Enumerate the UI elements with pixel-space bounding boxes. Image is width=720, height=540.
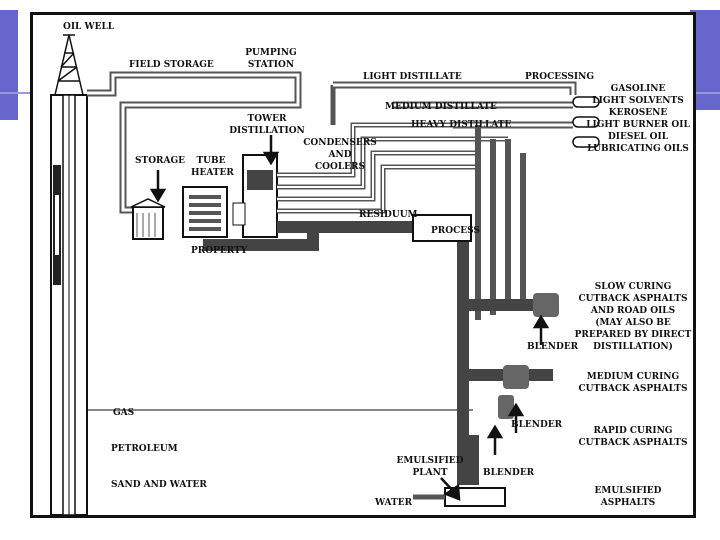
water-label: WATER [375, 498, 413, 508]
products-label: GASOLINE LIGHT SOLVENTS KEROSENE LIGHT B… [583, 83, 693, 155]
arrows [149, 135, 550, 501]
diagram-frame: OIL WELL FIELD STORAGE PUMPING STATION L… [30, 12, 696, 518]
rapid-curing-line-2: CUTBACK ASPHALTS [578, 438, 688, 448]
medium-distillate-label: MEDIUM DISTILLATE [385, 102, 497, 112]
medium-curing-line-1: MEDIUM CURING [586, 372, 680, 382]
rapid-curing-label: RAPID CURING CUTBACK ASPHALTS [573, 425, 693, 449]
field-storage-label: FIELD STORAGE [129, 60, 214, 70]
blender-label-2: BLENDER [511, 420, 563, 430]
storage-label: STORAGE [135, 156, 186, 166]
processing-tanks [572, 96, 600, 148]
emulsified-plant-line-2: PLANT [412, 468, 448, 478]
petroleum-label: PETROLEUM [111, 444, 178, 454]
product-light-burner-oil: LIGHT BURNER OIL [586, 120, 690, 130]
condensers-label: CONDENSERS AND COOLERS [303, 137, 377, 173]
sand-and-water-label: SAND AND WATER [111, 480, 207, 490]
tube-heater-line-1: TUBE [196, 156, 226, 166]
processing-label: PROCESSING [525, 72, 595, 82]
slow-curing-line-3: AND ROAD OILS [590, 306, 676, 316]
process-label: PROCESS [431, 226, 480, 236]
slow-curing-line-1: SLOW CURING [594, 282, 672, 292]
tower-line-1: TOWER [247, 114, 287, 124]
product-lubricating-oils: LUBRICATING OILS [587, 144, 689, 154]
left-accent-bar [0, 10, 18, 120]
emulsified-asphalts-line-2: ASPHALTS [600, 498, 656, 508]
blender-units [498, 293, 559, 419]
tower-line-2: DISTILLATION [229, 126, 305, 136]
slow-curing-line-5: PREPARED BY DIRECT [574, 330, 692, 340]
process-unit [412, 214, 472, 242]
heavy-distillate-label: HEAVY DISTILLATE [411, 120, 512, 130]
oil-well-label: OIL WELL [63, 22, 115, 32]
slow-curing-line-4: (MAY ALSO BE [595, 318, 671, 328]
pumping-station-line-1: PUMPING [245, 48, 297, 58]
tube-heater-label: TUBE HEATER [191, 155, 234, 179]
emulsified-asphalts-label: EMULSIFIED ASPHALTS [573, 485, 683, 509]
refinery-diagram [50, 34, 600, 515]
emulsified-plant-line-1: EMULSIFIED [396, 456, 464, 466]
medium-curing-label: MEDIUM CURING CUTBACK ASPHALTS [573, 371, 693, 395]
product-light-solvents: LIGHT SOLVENTS [592, 96, 684, 106]
property-label: PROPERTY [191, 246, 248, 256]
oil-well-derrick [51, 34, 87, 96]
pumping-station-line-2: STATION [247, 60, 295, 70]
slow-curing-line-6: DISTILLATION) [593, 342, 673, 352]
product-kerosene: KEROSENE [608, 108, 668, 118]
condensers-line-1: CONDENSERS [303, 138, 377, 148]
storage-tank [130, 198, 166, 240]
product-diesel-oil: DIESEL OIL [607, 132, 669, 142]
tower-distillation-label: TOWER DISTILLATION [227, 113, 307, 137]
oil-well-casing [50, 94, 88, 515]
medium-curing-line-2: CUTBACK ASPHALTS [578, 384, 688, 394]
pumping-station-label: PUMPING STATION [241, 47, 301, 71]
product-gasoline: GASOLINE [610, 84, 666, 94]
blender-label-3: BLENDER [483, 468, 535, 478]
right-accent-line [690, 92, 720, 94]
emulsified-plant-label: EMULSIFIED PLANT [395, 455, 465, 479]
slow-curing-line-2: CUTBACK ASPHALTS [578, 294, 688, 304]
blender-label-1: BLENDER [527, 342, 579, 352]
left-accent-line [0, 92, 30, 94]
residuum-pipeline [203, 221, 553, 485]
emulsified-asphalts-line-1: EMULSIFIED [594, 486, 662, 496]
tube-heater-line-2: HEATER [191, 168, 234, 178]
distillation-tower [232, 154, 278, 238]
light-distillate-label: LIGHT DISTILLATE [363, 72, 462, 82]
residuum-label: RESIDUUM [359, 210, 418, 220]
rapid-curing-line-1: RAPID CURING [593, 426, 673, 436]
tube-heater [182, 186, 228, 238]
condensers-line-2: AND [328, 150, 352, 160]
gas-label: GAS [113, 408, 135, 418]
condensers-line-3: COOLERS [314, 162, 365, 172]
slow-curing-label: SLOW CURING CUTBACK ASPHALTS AND ROAD OI… [573, 281, 693, 353]
vertical-pipes [475, 125, 526, 320]
